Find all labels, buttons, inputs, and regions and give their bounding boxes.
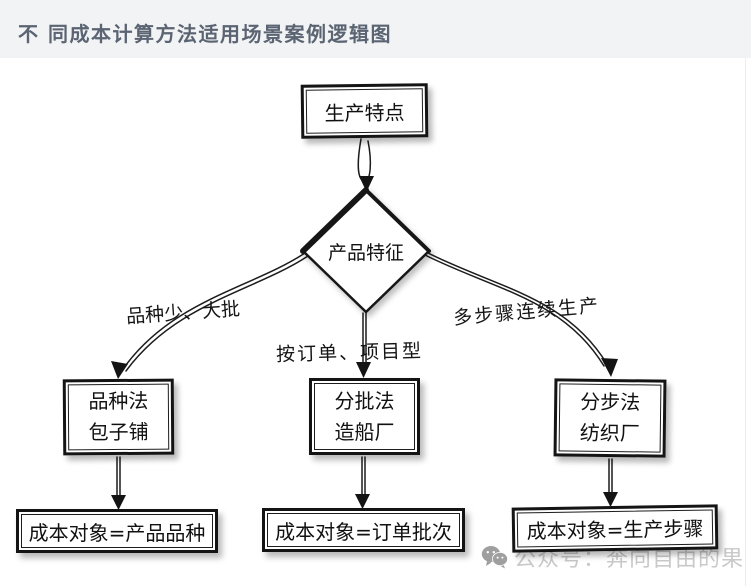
connector-method-2-to-cost-2 — [361, 456, 366, 499]
method-example: 包子铺 — [88, 419, 149, 445]
node-method-batch: 分批法 造船厂 — [309, 378, 420, 455]
arrowhead-cost-2 — [355, 494, 370, 509]
method-example: 造船厂 — [334, 419, 395, 444]
node-product-features-label: 产品特征 — [327, 242, 404, 264]
connector-method-3-to-cost-3 — [608, 458, 613, 497]
page-edge-divider — [745, 58, 746, 586]
cost-object-label: 成本对象=生产步骤 — [526, 516, 704, 544]
method-name: 分步法 — [580, 389, 641, 415]
method-name: 分批法 — [334, 388, 395, 413]
node-production-characteristics: 生产特点 — [300, 83, 429, 139]
branch-condition-2: 按订单、项目型 — [275, 340, 424, 366]
title-bar: 不 同成本计算方法适用场景案例逻辑图 — [0, 0, 751, 58]
node-cost-object-1: 成本对象=产品品种 — [16, 509, 218, 553]
diagram-title: 不 同成本计算方法适用场景案例逻辑图 — [18, 21, 392, 46]
arrowhead-method-1 — [111, 361, 128, 379]
arrowhead-cost-1 — [111, 495, 126, 510]
wechat-icon — [481, 546, 508, 569]
branch-condition-1: 品种少、大批 — [125, 298, 241, 328]
node-label: 生产特点 — [324, 100, 405, 125]
branch-condition-3: 多步骤连续生产 — [452, 294, 601, 330]
node-cost-object-2: 成本对象=订单批次 — [262, 508, 465, 552]
arrowhead-cost-3 — [603, 492, 618, 507]
connector-root-to-decision — [357, 138, 372, 187]
node-cost-object-3: 成本对象=生产步骤 — [511, 504, 719, 553]
node-method-process: 分步法 纺织厂 — [553, 378, 667, 458]
node-method-variety: 品种法 包子铺 — [62, 378, 175, 456]
method-name: 品种法 — [88, 388, 149, 414]
method-example: 纺织厂 — [579, 420, 640, 446]
arrowhead-method-3 — [601, 358, 618, 377]
arrowhead-decision — [359, 176, 374, 192]
connector-method-1-to-cost-1 — [116, 456, 121, 500]
cost-object-label: 成本对象=产品品种 — [28, 520, 206, 545]
cost-object-label: 成本对象=订单批次 — [275, 519, 452, 544]
